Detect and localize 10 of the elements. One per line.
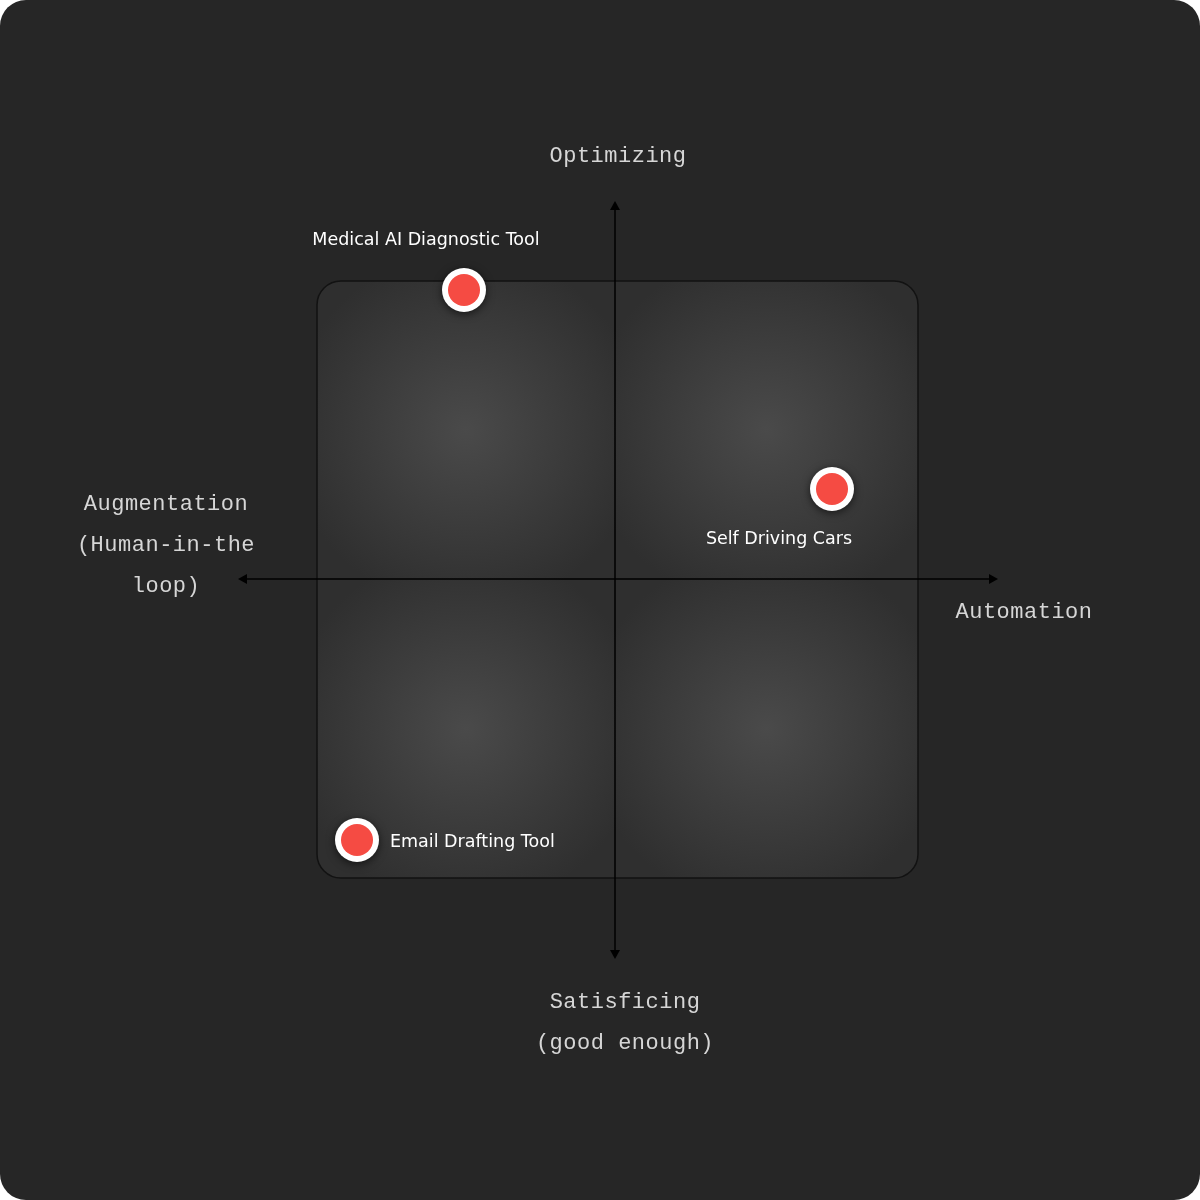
data-point-marker bbox=[335, 818, 379, 862]
point-label: Self Driving Cars bbox=[705, 528, 853, 548]
data-point-marker bbox=[810, 467, 854, 511]
point-label: Medical AI Diagnostic Tool bbox=[312, 229, 540, 249]
axis-label: Optimizing bbox=[548, 143, 688, 171]
axis-label: Augmentation (Human-in-the loop) bbox=[75, 491, 257, 601]
data-point-marker bbox=[442, 268, 486, 312]
axis-label: Automation bbox=[954, 599, 1094, 627]
point-label: Email Drafting Tool bbox=[390, 831, 555, 851]
axis-label: Satisficing (good enough) bbox=[534, 989, 716, 1058]
